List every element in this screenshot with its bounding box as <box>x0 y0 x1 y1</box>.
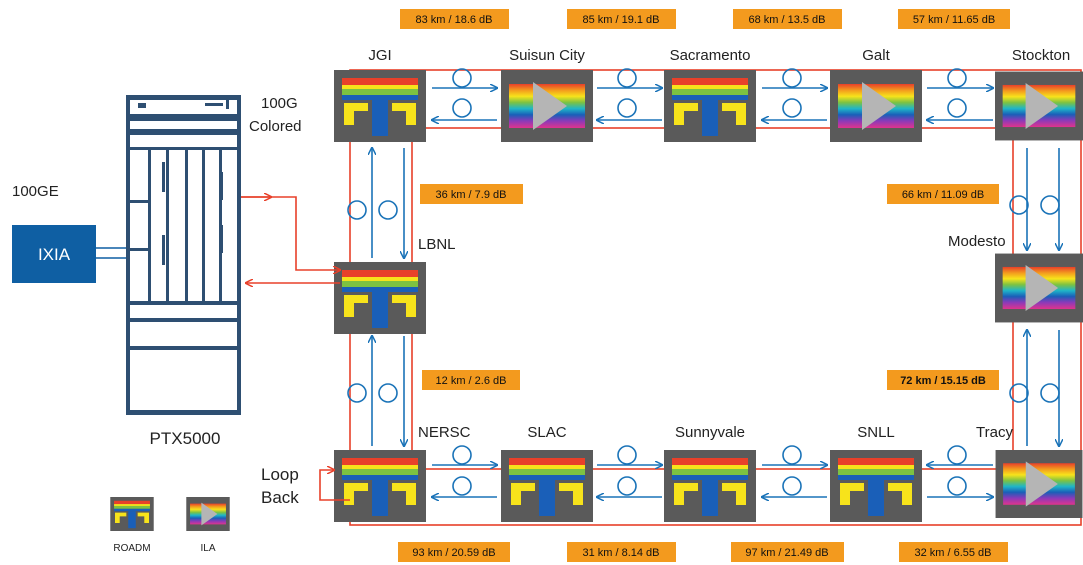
label-nersc: NERSC <box>418 424 471 441</box>
node-suisun-ila <box>501 70 593 142</box>
colored-label-line2: Colored <box>249 118 302 135</box>
node-stockton-ila <box>995 71 1083 141</box>
right-fiber-links <box>1009 148 1059 446</box>
node-snll-roadm <box>830 450 922 522</box>
node-lbnl-roadm <box>334 262 426 334</box>
label-suisun-city: Suisun City <box>509 47 585 64</box>
label-stockton: Stockton <box>1012 47 1070 64</box>
label-sacramento: Sacramento <box>670 47 751 64</box>
span-tag-right-upper: 66 km / 11.09 dB <box>902 189 984 201</box>
node-galt-ila <box>830 70 922 142</box>
span-tag-top-3: 68 km / 13.5 dB <box>748 14 825 26</box>
legend-roadm-label: ROADM <box>113 543 150 554</box>
loopback-arrow <box>319 470 350 501</box>
loopback-label-line2: Back <box>261 488 299 507</box>
label-modesto: Modesto <box>948 233 1006 250</box>
span-tag-left-lower: 12 km / 2.6 dB <box>436 375 507 387</box>
label-jgi: JGI <box>368 47 391 64</box>
span-tag-bottom-4: 32 km / 6.55 dB <box>914 547 991 559</box>
node-nersc-roadm <box>334 450 426 522</box>
ixia-label: IXIA <box>38 245 71 264</box>
label-slac: SLAC <box>527 424 566 441</box>
node-tracy-ila <box>995 450 1083 518</box>
node-sacramento-roadm <box>664 70 756 142</box>
ixia-box <box>12 225 96 283</box>
top-fiber-links <box>432 68 993 120</box>
span-tag-top-1: 83 km / 18.6 dB <box>415 14 492 26</box>
label-sunnyvale: Sunnyvale <box>675 424 745 441</box>
legend-ila-label: ILA <box>200 543 215 554</box>
bottom-fiber-links <box>432 445 993 497</box>
legend-ila-icon <box>186 497 230 531</box>
signal-loop-inner <box>411 127 1014 470</box>
node-slac-roadm <box>501 450 593 522</box>
ptx5000-chassis <box>126 95 241 415</box>
node-jgi-roadm <box>334 70 426 142</box>
colored-label-line1: 100G <box>261 95 298 112</box>
label-tracy: Tracy <box>976 424 1013 441</box>
left-fiber-links <box>347 148 404 446</box>
span-tag-bottom-3: 97 km / 21.49 dB <box>745 547 828 559</box>
loopback-label-line1: Loop <box>261 465 299 484</box>
span-tags: 83 km / 18.6 dB 85 km / 19.1 dB 68 km / … <box>398 9 1010 562</box>
ethernet-label: 100GE <box>12 183 59 200</box>
colored-link-out <box>241 196 340 270</box>
span-tag-bottom-2: 31 km / 8.14 dB <box>582 547 659 559</box>
span-tag-right-lower: 72 km / 15.15 dB <box>900 375 986 387</box>
ptx5000-label: PTX5000 <box>150 429 221 448</box>
label-snll: SNLL <box>857 424 895 441</box>
legend-roadm-icon <box>110 497 154 531</box>
label-lbnl: LBNL <box>418 236 456 253</box>
span-tag-top-4: 57 km / 11.65 dB <box>913 14 995 26</box>
node-modesto-ila <box>995 253 1083 323</box>
label-galt: Galt <box>862 47 890 64</box>
span-tag-left-upper: 36 km / 7.9 dB <box>436 189 507 201</box>
node-sunnyvale-roadm <box>664 450 756 522</box>
span-tag-top-2: 85 km / 19.1 dB <box>582 14 659 26</box>
span-tag-bottom-1: 93 km / 20.59 dB <box>412 547 495 559</box>
